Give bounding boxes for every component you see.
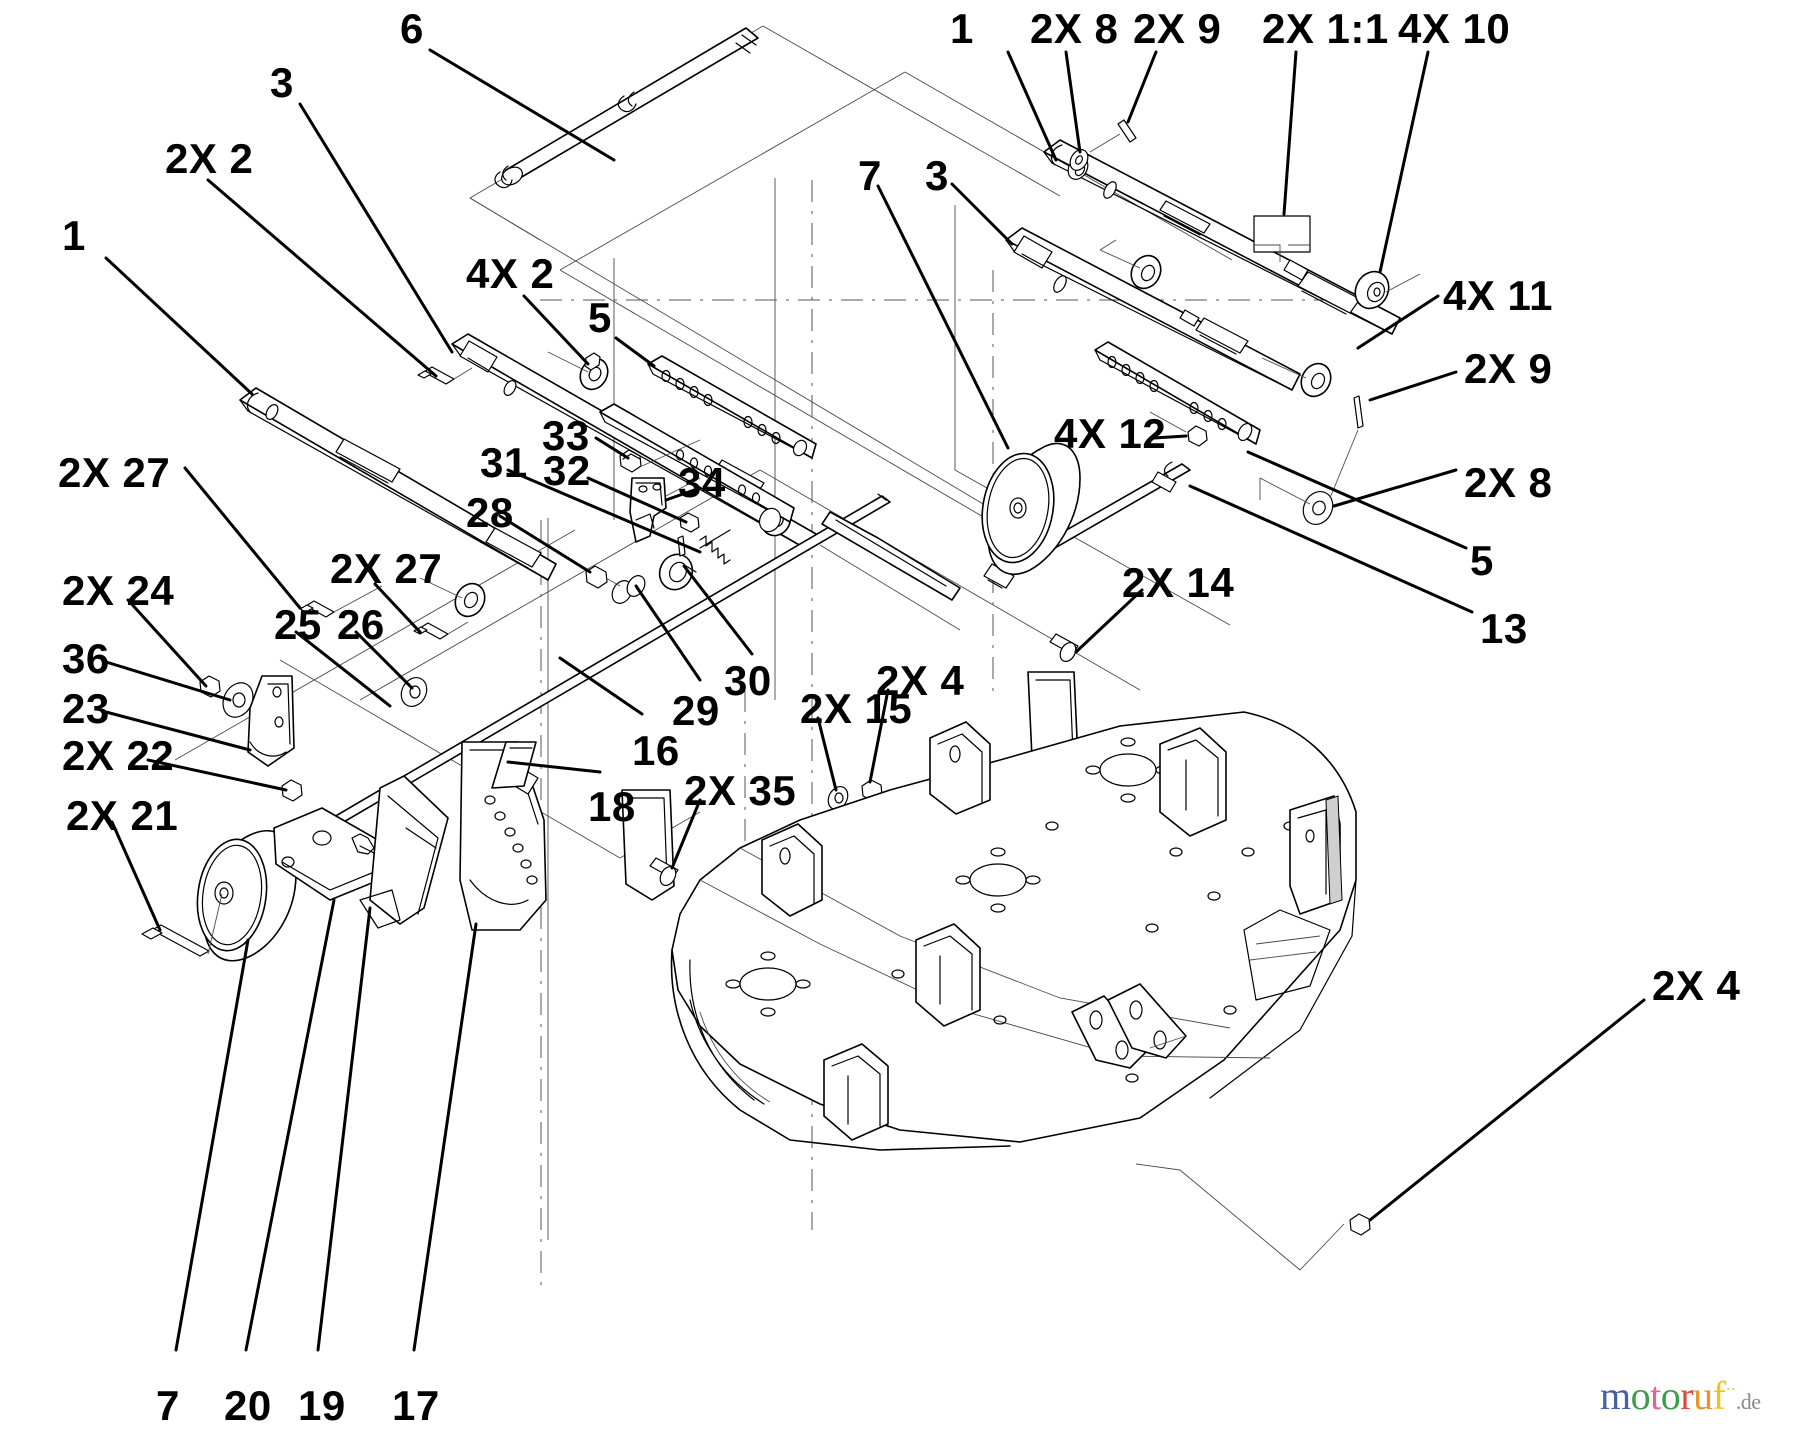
part-18-wedge bbox=[491, 741, 537, 789]
watermark-dot-icon: ·· bbox=[1725, 1379, 1736, 1399]
part-2x35-bracket bbox=[621, 789, 679, 901]
callout-1: 1 bbox=[62, 212, 86, 259]
part-5-center-rail bbox=[599, 403, 795, 523]
callout-16: 16 bbox=[632, 727, 680, 774]
deck-bracket-b bbox=[1159, 727, 1227, 837]
callout-2x-9: 2X 9 bbox=[1133, 5, 1222, 52]
part-36-washer bbox=[222, 682, 254, 718]
callout-5: 5 bbox=[1470, 537, 1494, 584]
callout-17: 17 bbox=[392, 1382, 440, 1429]
part-7-center-wheel bbox=[981, 442, 1081, 575]
callout-2x-35: 2X 35 bbox=[684, 767, 797, 814]
mower-deck bbox=[670, 711, 1357, 1151]
part-2x8-washer-right bbox=[1259, 477, 1334, 525]
part-32-nut bbox=[679, 512, 700, 533]
callout-4x-11: 4X 11 bbox=[1443, 272, 1553, 319]
part-4x12-nut bbox=[1149, 411, 1208, 447]
callout-31: 31 bbox=[480, 439, 528, 486]
part-2x27-bolt-mid bbox=[413, 621, 469, 640]
watermark-letter: m bbox=[1600, 1373, 1631, 1418]
deck-bracket-d bbox=[915, 923, 981, 1027]
callout-2x-14: 2X 14 bbox=[1122, 559, 1235, 606]
part-2x9-pin-right bbox=[1329, 395, 1364, 499]
callout-2x-4: 2X 4 bbox=[876, 657, 965, 704]
spindle-hole-2 bbox=[955, 847, 1041, 913]
callout-2x-21: 2X 21 bbox=[66, 792, 179, 839]
callout-4x-10: 4X 10 bbox=[1398, 5, 1511, 52]
callout-7: 7 bbox=[156, 1382, 180, 1429]
part-28-hardware bbox=[585, 565, 646, 604]
part-2x8-washer-top bbox=[1069, 149, 1089, 171]
callout-28: 28 bbox=[466, 489, 514, 536]
watermark-suffix: .de bbox=[1735, 1389, 1761, 1414]
watermark-letter: o bbox=[1660, 1373, 1681, 1418]
part-2x22-nut bbox=[281, 779, 303, 802]
callout-32: 32 bbox=[543, 447, 591, 494]
deck-bracket-e bbox=[823, 1043, 889, 1141]
deck-right-shield bbox=[1289, 795, 1343, 915]
callout-2x-1-1: 2X 1:1 bbox=[1262, 5, 1389, 52]
watermark-letter: u bbox=[1693, 1373, 1713, 1418]
callout-3: 3 bbox=[925, 152, 949, 199]
part-30-collar bbox=[658, 535, 697, 591]
callout-2x-8: 2X 8 bbox=[1030, 5, 1119, 52]
callout-23: 23 bbox=[62, 685, 110, 732]
callout-2x-9: 2X 9 bbox=[1464, 345, 1553, 392]
motoruf-watermark: motoruf··.de bbox=[1600, 1372, 1761, 1419]
watermark-letter: t bbox=[1650, 1373, 1661, 1418]
part-3-right-arm bbox=[1005, 227, 1332, 398]
deck-bracket-a bbox=[929, 721, 991, 815]
callout-6: 6 bbox=[400, 5, 424, 52]
watermark-letter: f bbox=[1712, 1373, 1726, 1418]
callout-29: 29 bbox=[672, 687, 720, 734]
callout-1: 1 bbox=[950, 5, 974, 52]
callout-19: 19 bbox=[298, 1382, 346, 1429]
callout-2x-27: 2X 27 bbox=[330, 545, 443, 592]
part-2x9-pin-top bbox=[1089, 119, 1137, 153]
callout-2x-24: 2X 24 bbox=[62, 567, 175, 614]
callout-26: 26 bbox=[337, 601, 385, 648]
callout-30: 30 bbox=[724, 657, 772, 704]
callout-36: 36 bbox=[62, 635, 110, 682]
part-2x4-nut-bottom bbox=[1135, 1163, 1371, 1271]
callout-2x-2: 2X 2 bbox=[165, 135, 254, 182]
part-29-handle bbox=[758, 507, 961, 601]
callout-13: 13 bbox=[1480, 605, 1528, 652]
watermark-letter: r bbox=[1680, 1373, 1694, 1418]
part-5-left-rail bbox=[647, 355, 817, 459]
part-1-right-arm bbox=[1043, 139, 1401, 335]
part-2x1-1-decal bbox=[1253, 215, 1311, 262]
callout-3: 3 bbox=[270, 59, 294, 106]
part-4x11-bushing bbox=[1385, 273, 1421, 293]
callout-2x-27: 2X 27 bbox=[58, 449, 171, 496]
part-19-lever bbox=[359, 775, 449, 929]
spindle-hole-3 bbox=[725, 951, 811, 1017]
callout-2x-15: 2X 15 bbox=[800, 685, 913, 732]
callout-2x-8: 2X 8 bbox=[1464, 459, 1553, 506]
callout-34: 34 bbox=[678, 459, 726, 506]
callout-33: 33 bbox=[542, 412, 590, 459]
deck-bracket-c bbox=[761, 823, 823, 917]
callout-20: 20 bbox=[224, 1382, 272, 1429]
callout-25: 25 bbox=[274, 601, 322, 648]
callout-2x-22: 2X 22 bbox=[62, 732, 175, 779]
part-23-bracket bbox=[247, 675, 295, 767]
callout-4x-12: 4X 12 bbox=[1054, 410, 1167, 457]
callout-2x-4: 2X 4 bbox=[1652, 962, 1741, 1009]
leader-lines bbox=[104, 48, 1646, 1352]
part-2x27-bolt-upper bbox=[299, 585, 383, 618]
part-4x2-bolt bbox=[417, 352, 601, 385]
callout-7: 7 bbox=[858, 152, 882, 199]
watermark-letter: o bbox=[1630, 1373, 1651, 1418]
part-7-left-wheel bbox=[196, 830, 297, 962]
part-6-rod bbox=[494, 27, 759, 189]
callout-18: 18 bbox=[588, 783, 636, 830]
part-31-spring bbox=[699, 529, 731, 565]
callout-5: 5 bbox=[588, 294, 612, 341]
callout-4x-2: 4X 2 bbox=[466, 250, 555, 297]
part-5-right-rail bbox=[1094, 341, 1261, 445]
deck-hitch-plates bbox=[1071, 983, 1187, 1069]
